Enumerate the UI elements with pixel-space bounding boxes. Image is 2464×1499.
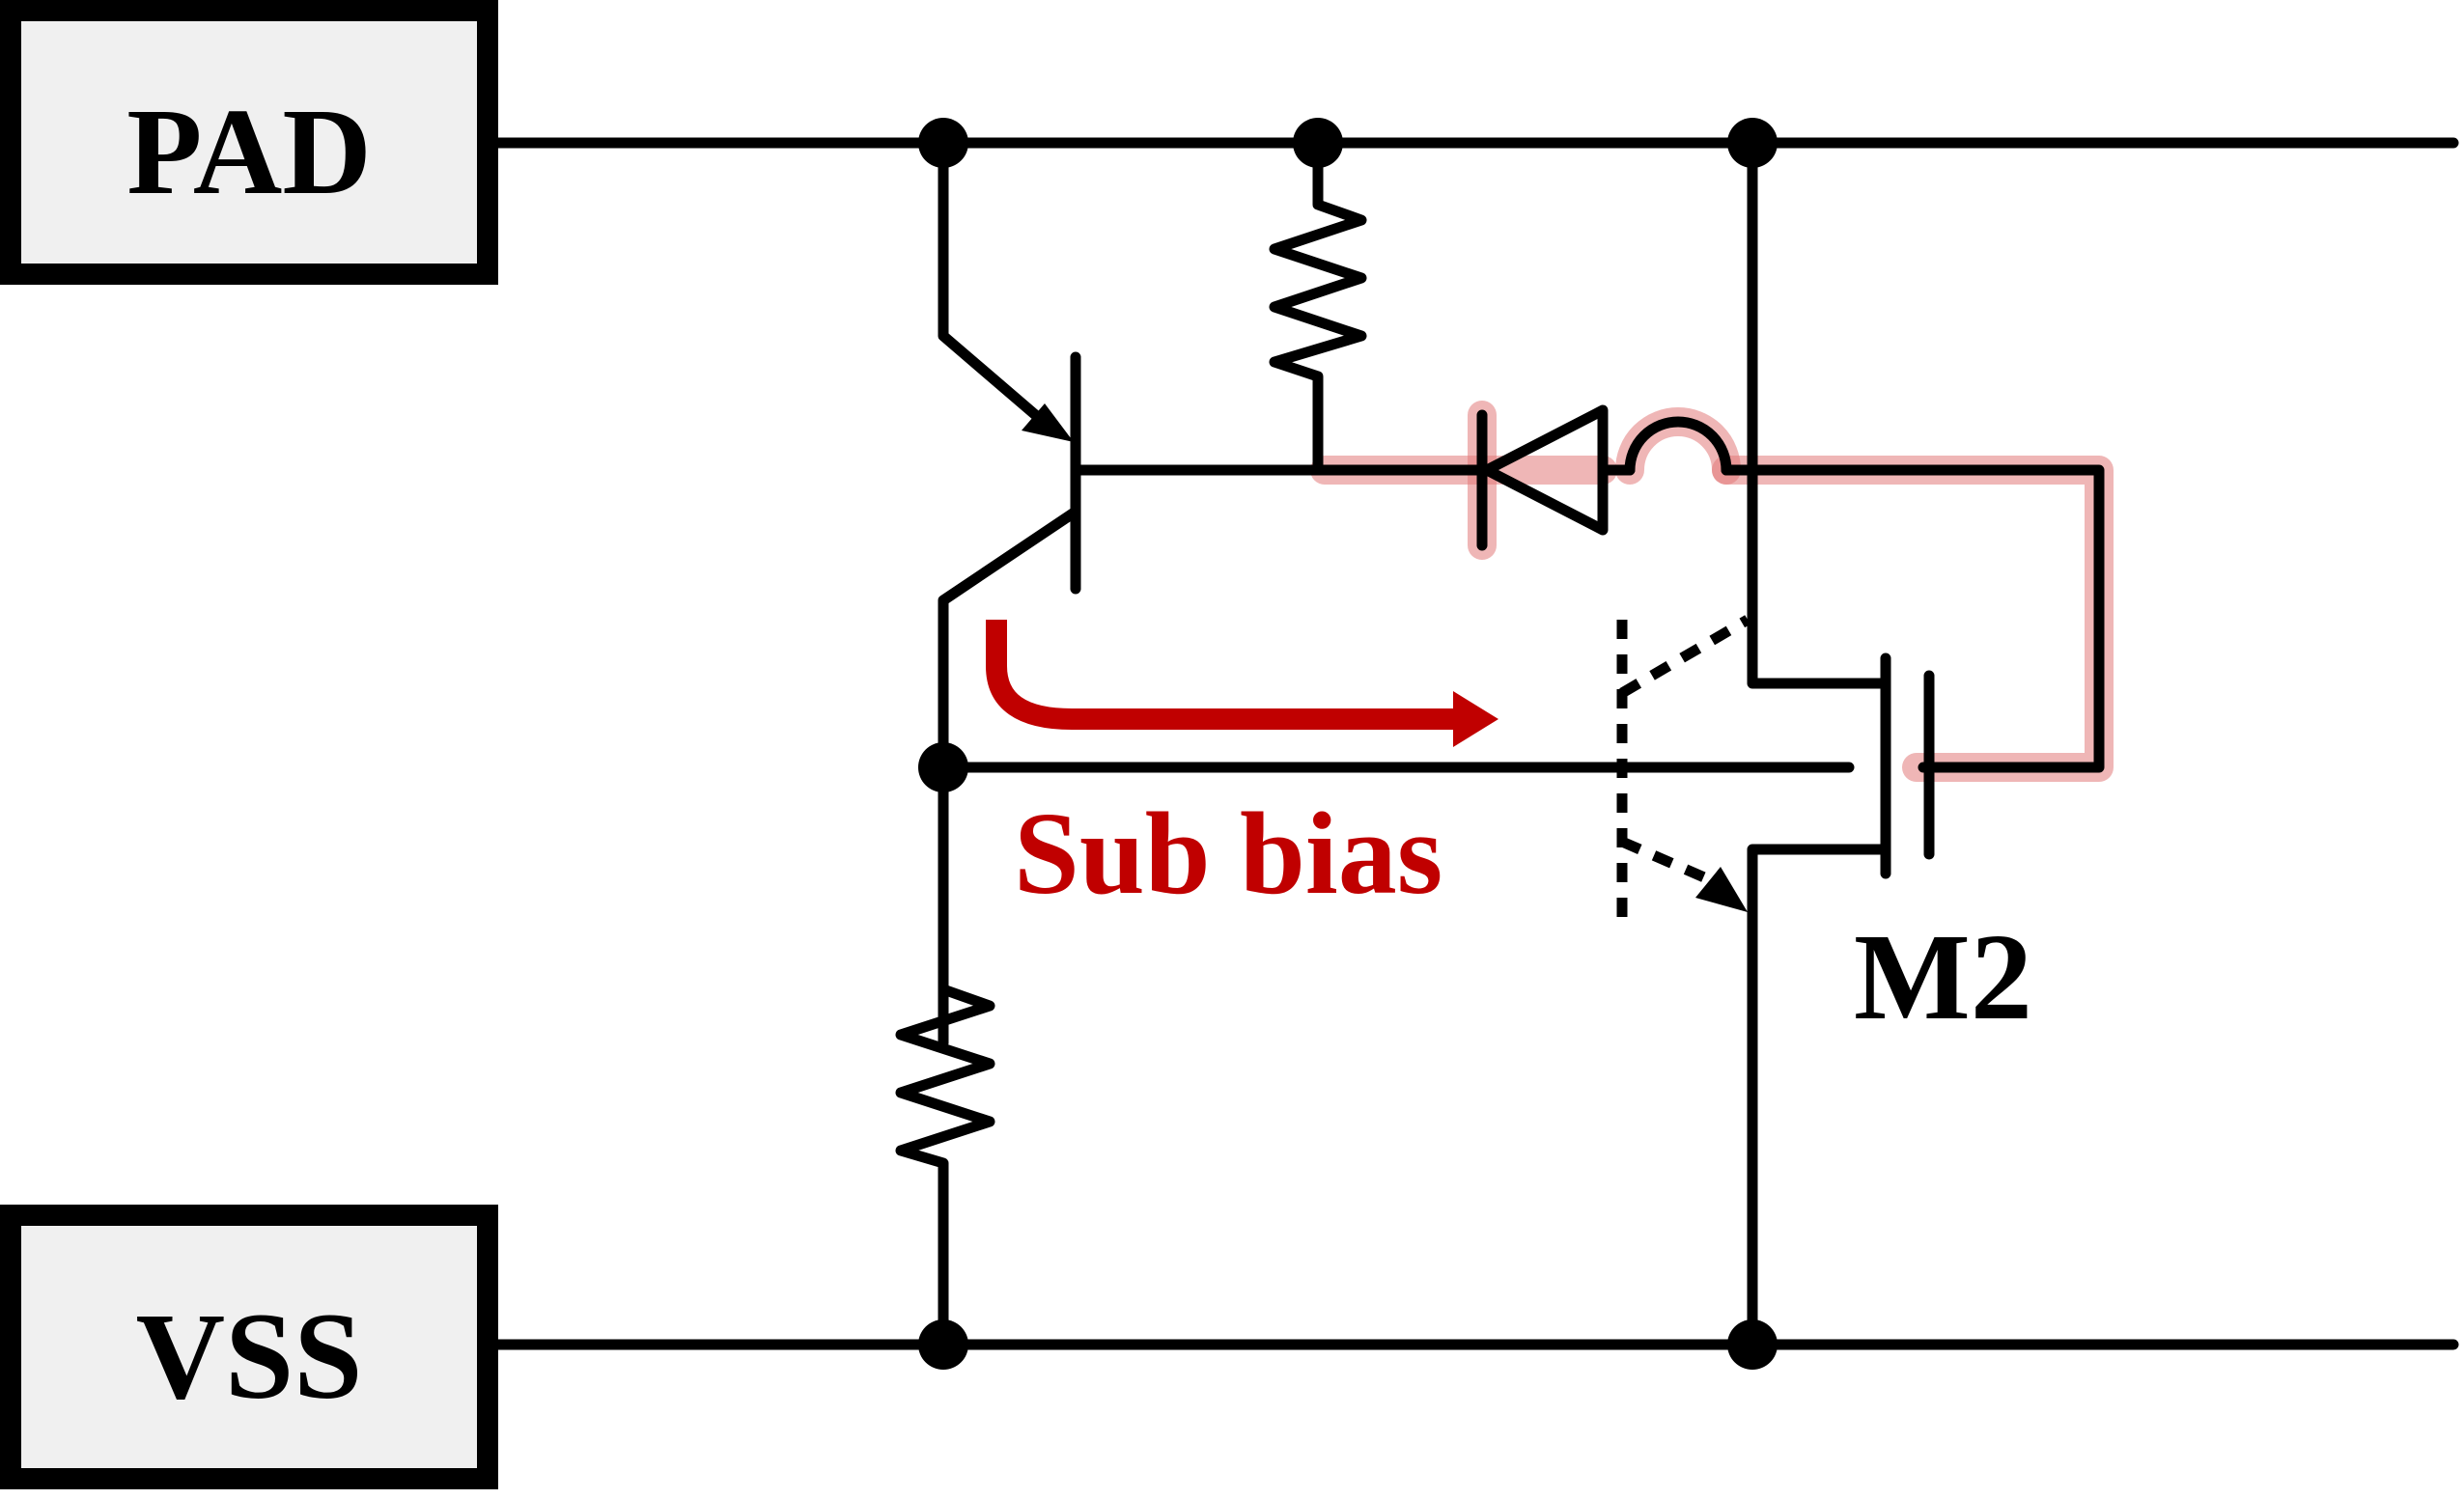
sub-bias-label: Sub bias [1014, 789, 1442, 919]
sub-bias-current-arrow [986, 620, 1498, 747]
pnp-transistor [938, 137, 1081, 1048]
base-resistor [1269, 137, 1367, 476]
junction-dots [918, 118, 1778, 1370]
vss-label: VSS [136, 1288, 363, 1425]
m2-source-wire [1747, 844, 1891, 1350]
crossover-hop [1624, 416, 1732, 476]
collector-resistor [895, 984, 995, 1350]
gate-feed-wire [1721, 464, 2105, 773]
m2-drain-wire [1747, 137, 1891, 689]
pad-terminal: PAD [0, 0, 498, 285]
vss-terminal: VSS [0, 1205, 498, 1489]
pad-label: PAD [126, 83, 372, 220]
m2-label: M2 [1854, 908, 2032, 1045]
m2-nmos [1880, 652, 1935, 879]
parasitic-npn [1616, 615, 1750, 925]
parasitic-emitter-arrow [1695, 867, 1748, 912]
pnp-emitter-arrow [1022, 403, 1074, 442]
